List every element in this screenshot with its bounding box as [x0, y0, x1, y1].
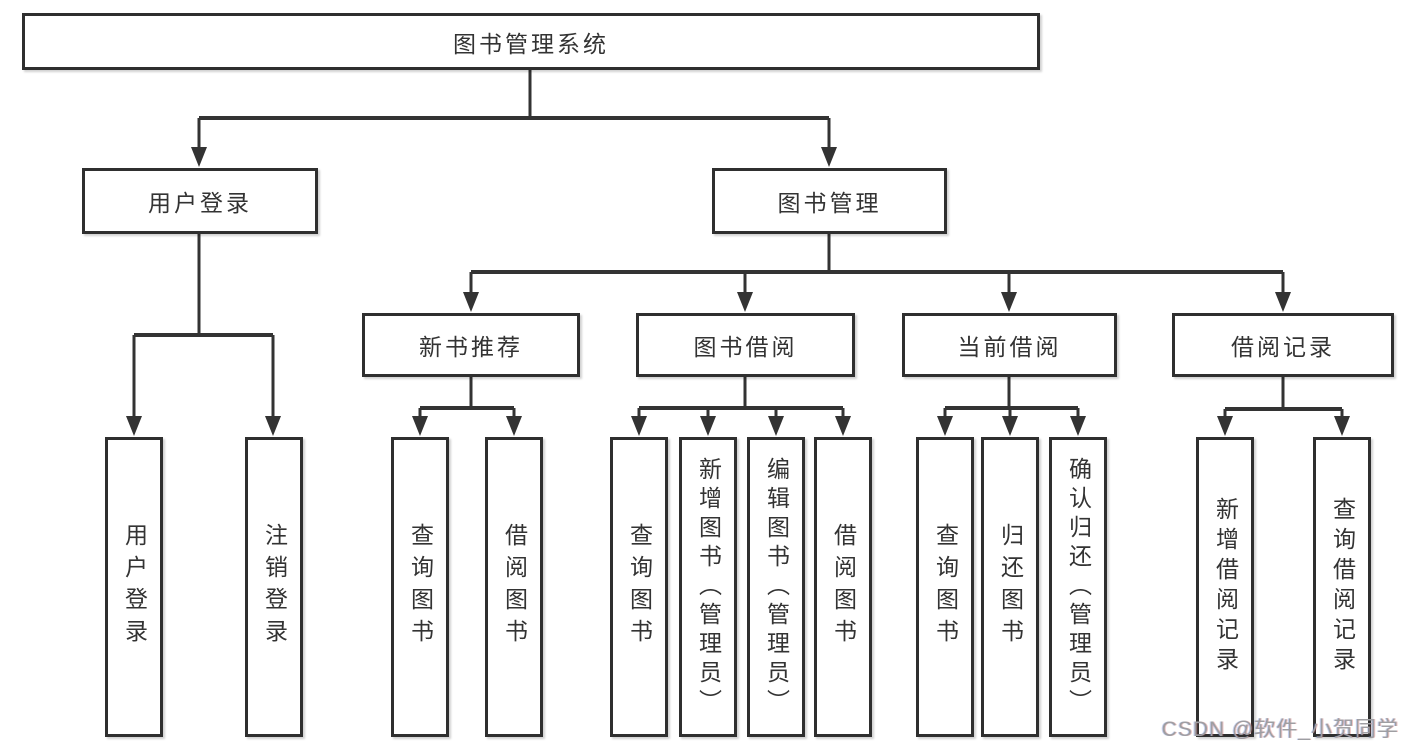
leaf-current-query-books: 查询图书	[916, 437, 974, 737]
leaf-borrow-query-books: 查询图书	[610, 437, 668, 737]
node-label: 查询图书	[932, 523, 959, 651]
node-label: 图书管理系统	[453, 30, 609, 57]
node-current-borrow: 当前借阅	[902, 313, 1117, 377]
node-label: 新增图书（管理员）	[695, 456, 722, 718]
leaf-borrow-books: 借阅图书	[814, 437, 872, 737]
leaf-return-books: 归还图书	[981, 437, 1039, 737]
node-user-login: 用户登录	[82, 168, 318, 234]
node-label: 查询图书	[626, 523, 653, 651]
leaf-user-login: 用户登录	[105, 437, 163, 737]
node-label: 借阅记录	[1231, 334, 1335, 360]
node-label: 注销登录	[261, 523, 288, 651]
node-label: 编辑图书（管理员）	[763, 456, 790, 718]
leaf-add-borrow-record: 新增借阅记录	[1196, 437, 1254, 737]
leaf-recommend-query-books: 查询图书	[391, 437, 449, 737]
node-label: 新书推荐	[419, 334, 523, 360]
leaf-confirm-return-admin: 确认归还（管理员）	[1049, 437, 1107, 737]
node-label: 用户登录	[148, 190, 252, 216]
node-label: 确认归还（管理员）	[1065, 456, 1092, 718]
node-library-system: 图书管理系统	[22, 13, 1040, 70]
node-borrow-records: 借阅记录	[1172, 313, 1394, 377]
node-label: 借阅图书	[501, 523, 528, 651]
leaf-recommend-borrow-books: 借阅图书	[485, 437, 543, 737]
node-label: 新增借阅记录	[1212, 497, 1239, 677]
node-label: 借阅图书	[830, 523, 857, 651]
node-book-management: 图书管理	[712, 168, 947, 234]
node-new-book-recommend: 新书推荐	[362, 313, 580, 377]
node-label: 查询图书	[407, 523, 434, 651]
leaf-query-borrow-record: 查询借阅记录	[1313, 437, 1371, 737]
node-label: 查询借阅记录	[1329, 497, 1356, 677]
leaf-add-books-admin: 新增图书（管理员）	[679, 437, 737, 737]
leaf-logout: 注销登录	[245, 437, 303, 737]
node-label: 用户登录	[121, 523, 148, 651]
node-label: 图书借阅	[693, 334, 798, 360]
node-label: 归还图书	[997, 523, 1024, 651]
node-label: 图书管理	[777, 190, 882, 216]
csdn-watermark: CSDN @软件_小贺同学	[1161, 718, 1399, 741]
node-book-borrow: 图书借阅	[636, 313, 855, 377]
node-label: 当前借阅	[957, 334, 1062, 360]
leaf-edit-books-admin: 编辑图书（管理员）	[747, 437, 805, 737]
